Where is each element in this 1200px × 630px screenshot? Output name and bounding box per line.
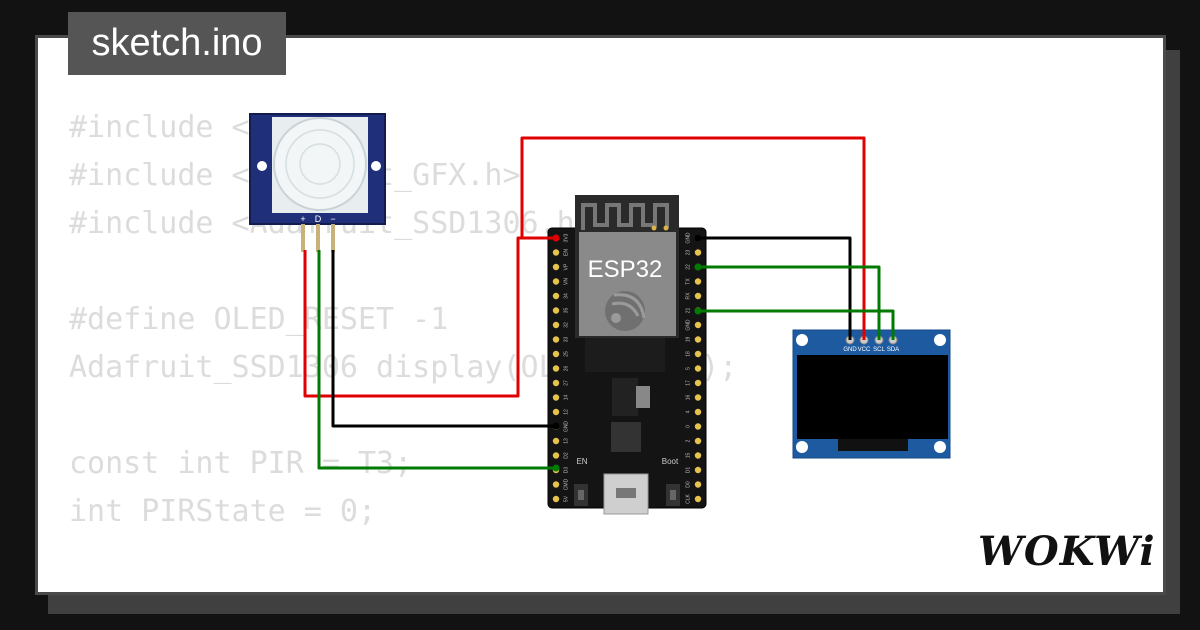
boot-button-label: Boot [662,457,679,466]
esp32-pin[interactable] [694,466,702,474]
esp32-pin[interactable] [694,292,702,300]
esp32-pin[interactable] [552,307,560,314]
esp32-pin[interactable] [694,336,702,343]
esp32-pin-label: 4 [685,410,691,413]
wire-oled-sda[interactable] [698,309,895,340]
esp32-pin[interactable] [552,263,560,271]
wire-oled-gnd[interactable] [698,236,852,340]
esp32-pin[interactable] [552,292,560,300]
esp32-pin[interactable] [552,249,560,256]
wire-oled-scl[interactable] [698,265,881,340]
oled-pin-label: SDA [887,347,899,353]
esp32-pin-label: 33 [563,337,569,343]
esp32-pin[interactable] [552,452,560,459]
esp32-pin-label: GND [563,421,569,433]
esp32-pin-label: EN [563,249,569,256]
oled-pin-label: VCC [858,347,871,353]
esp32-pin-label: 22 [685,264,691,270]
esp32-pin[interactable] [552,336,560,343]
esp32-pin-label: 25 [563,351,569,357]
esp32-pin[interactable] [694,379,702,387]
esp32-pin[interactable] [552,481,560,488]
esp32-pin[interactable] [694,350,702,358]
esp32-pin-label: 21 [685,308,691,314]
esp32-pin-label: 13 [563,438,569,444]
esp32-pin-label: 5 [685,367,691,370]
wire-pir-vcc[interactable] [303,236,556,398]
esp32-pin[interactable] [694,249,702,256]
en-button-label: EN [576,457,587,466]
esp32-pin[interactable] [694,481,702,488]
sketch-tab[interactable]: sketch.ino [68,12,286,75]
esp32-pin-label: 18 [685,351,691,357]
esp32-pin-label: 14 [563,395,569,401]
pir-sensor[interactable]: + D − [249,113,386,252]
esp32-pin[interactable] [552,495,560,503]
esp32-pin-label: D0 [685,481,691,488]
esp32-pin-label: 19 [685,337,691,343]
code-line: void setup() { [69,584,737,592]
esp32-pin[interactable] [694,408,702,416]
esp32-pin[interactable] [694,452,702,459]
esp32-pin-label: CMD [563,478,569,490]
esp32-pin-label: D1 [685,467,691,474]
esp32-board[interactable]: ESP32 EN Boot 3V3ENVPVN34353233252627141… [547,195,707,515]
esp32-pin-label: 2 [685,439,691,442]
esp32-pin[interactable] [552,365,560,372]
esp32-pin-label: 32 [563,322,569,328]
esp32-pin[interactable] [694,495,702,503]
esp32-pin[interactable] [552,394,560,401]
esp32-pin-label: VP [563,263,569,270]
esp32-pin-label: 34 [563,293,569,299]
esp32-pin-label: 3V3 [563,233,569,242]
oled-display[interactable]: GND VCC SCL SDA [792,329,951,459]
esp32-pin-label: 26 [563,366,569,372]
esp32-pin[interactable] [694,437,702,445]
esp32-pin-label: 27 [563,380,569,386]
esp32-pin[interactable] [552,321,560,329]
esp32-pin[interactable] [694,394,702,401]
code-line: int PIRState = 0; [69,494,377,529]
oled-pin-label: SCL [873,347,885,353]
esp32-label: ESP32 [588,256,663,283]
pir-pin-label: − [330,214,335,224]
esp32-pin-label: RX [685,292,691,300]
esp32-pin-label: 35 [563,308,569,314]
esp32-pin-label: D3 [563,467,569,474]
esp32-pin[interactable] [552,408,560,416]
wokwi-logo: WOKWi [978,528,1156,575]
esp32-pin[interactable] [694,278,702,285]
esp32-pin-label: 23 [685,250,691,256]
esp32-pin-label: D2 [563,452,569,459]
esp32-pin-label: VN [563,278,569,285]
wire-pir-signal[interactable] [317,250,556,470]
wire-pir-gnd[interactable] [331,250,556,428]
esp32-pin-label: 0 [685,425,691,428]
esp32-pin[interactable] [552,350,560,358]
esp32-pin-label: GND [685,319,691,331]
code-line: const int PIR = T3; [69,446,413,481]
esp32-pin-label: 15 [685,453,691,459]
oled-pin-label: GND [843,347,857,353]
esp32-pin-label: 16 [685,395,691,401]
pir-pin-label: + [300,214,305,224]
esp32-pin[interactable] [694,321,702,329]
esp32-pin[interactable] [694,423,702,430]
esp32-pin-label: 17 [685,380,691,386]
esp32-pin-label: CLK [685,493,691,503]
esp32-pin[interactable] [552,437,560,445]
esp32-pin[interactable] [552,278,560,285]
esp32-pin[interactable] [694,365,702,372]
esp32-pin[interactable] [552,379,560,387]
esp32-pin-label: TX [685,278,691,285]
wire-oled-vcc[interactable] [520,136,866,340]
esp32-pin-label: GND [685,232,691,244]
esp32-pin-label: 12 [563,409,569,415]
pir-pin-label: D [315,214,322,224]
esp32-pin-label: 5V [563,495,569,502]
